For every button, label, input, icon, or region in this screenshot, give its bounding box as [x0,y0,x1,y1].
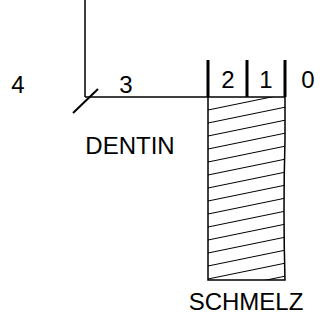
hatch-stroke [208,198,286,214]
hatch-stroke [208,107,286,123]
tick-mark [246,60,249,97]
callout-number: 1 [259,68,272,92]
boundary-line [85,96,208,98]
hatch-stroke [208,263,286,279]
callout-number: 3 [119,73,132,97]
hatch-stroke [208,133,286,149]
callout-number: 0 [301,68,314,92]
hatch-stroke [208,146,286,162]
hatch-stroke [208,159,286,175]
tick-mark [207,60,210,97]
enamel-hatching [208,94,286,305]
axis-line [84,0,86,97]
callout-number: 4 [11,73,24,97]
enamel-outline [208,97,285,280]
part-name: SCHMELZ [189,290,304,314]
hatch-stroke [208,120,286,136]
pulp-line [73,89,98,113]
hatch-stroke [208,211,286,227]
callout-number: 2 [221,68,234,92]
tick-mark [284,60,287,97]
hatch-stroke [208,224,286,240]
hatch-stroke [208,237,286,253]
hatch-stroke [208,250,286,266]
part-name: DENTIN [85,134,174,158]
hatch-stroke [208,185,286,201]
hatch-stroke [208,172,286,188]
